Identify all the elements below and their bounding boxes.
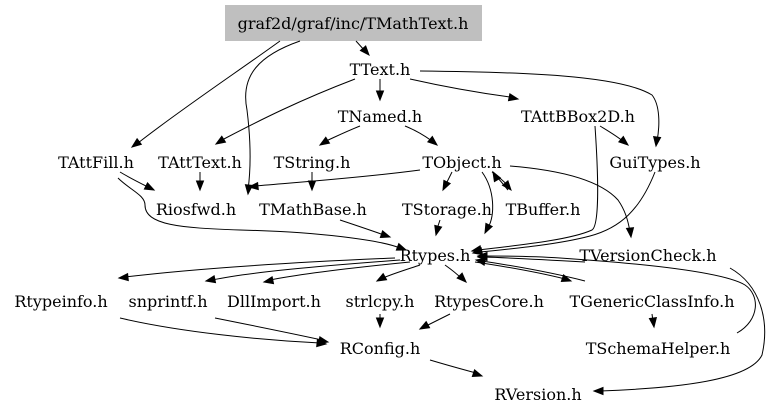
arrowhead-tattfill-riosfwd	[143, 181, 156, 191]
node-rtypes: Rtypes.h	[400, 246, 471, 265]
arrowhead-rtypescore-rconfig	[418, 320, 431, 330]
arrowhead-tatttext-riosfwd	[195, 180, 205, 192]
node-rtypeinfo: Rtypeinfo.h	[14, 292, 107, 311]
node-tnamed: TNamed.h	[338, 107, 422, 126]
node-guitypes: GuiTypes.h	[609, 153, 700, 172]
arrowhead-root-ttext	[359, 45, 370, 57]
arrowhead-strlcpy-rconfig	[375, 317, 385, 329]
arrowhead-ttext-tattbbox2d	[507, 92, 520, 102]
arrowhead-rconfig-rversion	[471, 368, 484, 378]
arrowhead-ttext-guitypes	[652, 136, 662, 148]
edge-rtypes-dllimport	[269, 261, 411, 281]
edge-root-riosfwd	[245, 40, 301, 191]
edge-root-tattfill	[137, 40, 281, 144]
arrowhead-tnamed-tstring	[318, 136, 331, 146]
arrowhead-rtypes-rtypeinfo	[117, 272, 129, 282]
edge-tnamed-tstring	[325, 125, 361, 142]
node-tversioncheck: TVersionCheck.h	[579, 246, 716, 265]
edge-tobject-riosfwd	[254, 169, 421, 187]
arrowhead-tmathbase-rtypes	[379, 229, 392, 239]
arrowhead-ttext-tnamed	[375, 90, 385, 102]
edge-ttext-tatttext	[221, 78, 356, 141]
edge-guitypes-rtypes	[479, 171, 656, 253]
node-tattbbox2d: TAttBBox2D.h	[521, 107, 635, 126]
arrowhead-tstorage-rtypes	[434, 224, 443, 237]
node-dllimport: DllImport.h	[227, 292, 321, 311]
arrowhead-tattfill-rtypes	[395, 242, 408, 251]
node-riosfwd: Riosfwd.h	[156, 200, 236, 219]
edge-tobject-rtypes	[481, 171, 494, 229]
node-tstorage: TStorage.h	[402, 200, 492, 219]
node-tgenericclassinfo: TGenericClassInfo.h	[569, 292, 734, 311]
edge-tattfill-riosfwd	[119, 171, 149, 188]
arrowhead-tversioncheck-rversion	[592, 386, 604, 396]
edge-rtypes-strlcpy	[382, 264, 421, 279]
dependency-edges	[117, 40, 766, 396]
arrowhead-rtypes-strlcpy	[375, 272, 388, 282]
arrowhead-tobject-tbuffer	[501, 179, 512, 192]
arrowhead-rtypes-tgenericclassinfo	[560, 273, 573, 283]
edge-rtypeinfo-rconfig	[119, 317, 321, 344]
arrowhead-tattbbox2d-guitypes	[617, 135, 630, 146]
edge-snprintf-rconfig	[214, 317, 323, 341]
node-tatttext: TAttText.h	[158, 153, 242, 172]
arrowhead-root-tattfill	[130, 137, 143, 148]
edge-rtypes-tgenericclassinfo	[474, 261, 566, 280]
arrowhead-tnamed-tobject	[426, 135, 439, 146]
node-snprintf: snprintf.h	[129, 292, 208, 311]
node-strlcpy: strlcpy.h	[346, 292, 415, 311]
node-tstring: TString.h	[274, 153, 351, 172]
node-ttext: TText.h	[350, 60, 411, 79]
node-rconfig: RConfig.h	[340, 339, 421, 358]
node-rtypescore: RtypesCore.h	[434, 292, 544, 311]
edge-tmathbase-rtypes	[339, 219, 385, 236]
arrowhead-snprintf-rconfig	[317, 335, 330, 345]
edge-tgenericclassinfo-rtypes	[481, 260, 586, 282]
edge-rconfig-rversion	[429, 359, 477, 374]
edge-tobject-tversioncheck	[509, 165, 631, 233]
node-tmathbase: TMathBase.h	[259, 200, 367, 219]
arrowhead-guitypes-rtypes	[471, 246, 484, 256]
edge-ttext-tattbbox2d	[409, 78, 511, 98]
node-rversion: RVersion.h	[494, 385, 581, 404]
node-tbuffer: TBuffer.h	[506, 200, 581, 219]
arrowhead-ttext-tatttext	[214, 135, 227, 145]
arrowhead-tobject-tstorage	[442, 179, 452, 192]
root-node-box	[225, 5, 482, 41]
arrowhead-rtypes-snprintf	[204, 274, 217, 284]
arrowhead-tstring-tmathbase	[307, 180, 317, 192]
edge-tversioncheck-rversion	[599, 267, 766, 392]
edge-rtypes-rtypeinfo	[124, 257, 396, 278]
edge-rtypescore-rconfig	[425, 313, 451, 327]
arrowhead-tgenericclassinfo-rtypes	[474, 257, 487, 267]
node-tobject: TObject.h	[422, 153, 501, 172]
node-tattfill: TAttFill.h	[58, 153, 134, 172]
edge-ttext-guitypes	[419, 70, 660, 142]
arrowhead-tschemahelper-rtypes	[476, 251, 488, 261]
arrowhead-tbuffer-tobject	[492, 170, 502, 183]
edge-tattbbox2d-rtypes	[477, 125, 599, 251]
arrowhead-tobject-tversioncheck	[625, 227, 635, 239]
edge-rtypes-snprintf	[211, 259, 401, 281]
edge-tnamed-tobject	[404, 125, 433, 142]
arrowhead-rtypes-rtypescore	[456, 272, 467, 283]
arrowhead-rtypes-dllimport	[262, 275, 275, 285]
arrowhead-tobject-rtypes	[484, 222, 494, 235]
edge-tversioncheck-rtypes	[483, 256, 586, 263]
arrowhead-tobject-riosfwd	[247, 181, 259, 191]
edge-tschemahelper-rtypes	[483, 255, 756, 334]
edge-tattfill-rtypes	[117, 177, 401, 249]
arrowhead-tgenericclassinfo-tschemahelper	[648, 317, 658, 329]
node-tschemahelper: TSchemaHelper.h	[586, 339, 731, 358]
node-root: graf2d/graf/inc/TMathText.h	[238, 14, 469, 33]
node-labels: graf2d/graf/inc/TMathText.hTText.hTNamed…	[14, 14, 734, 404]
